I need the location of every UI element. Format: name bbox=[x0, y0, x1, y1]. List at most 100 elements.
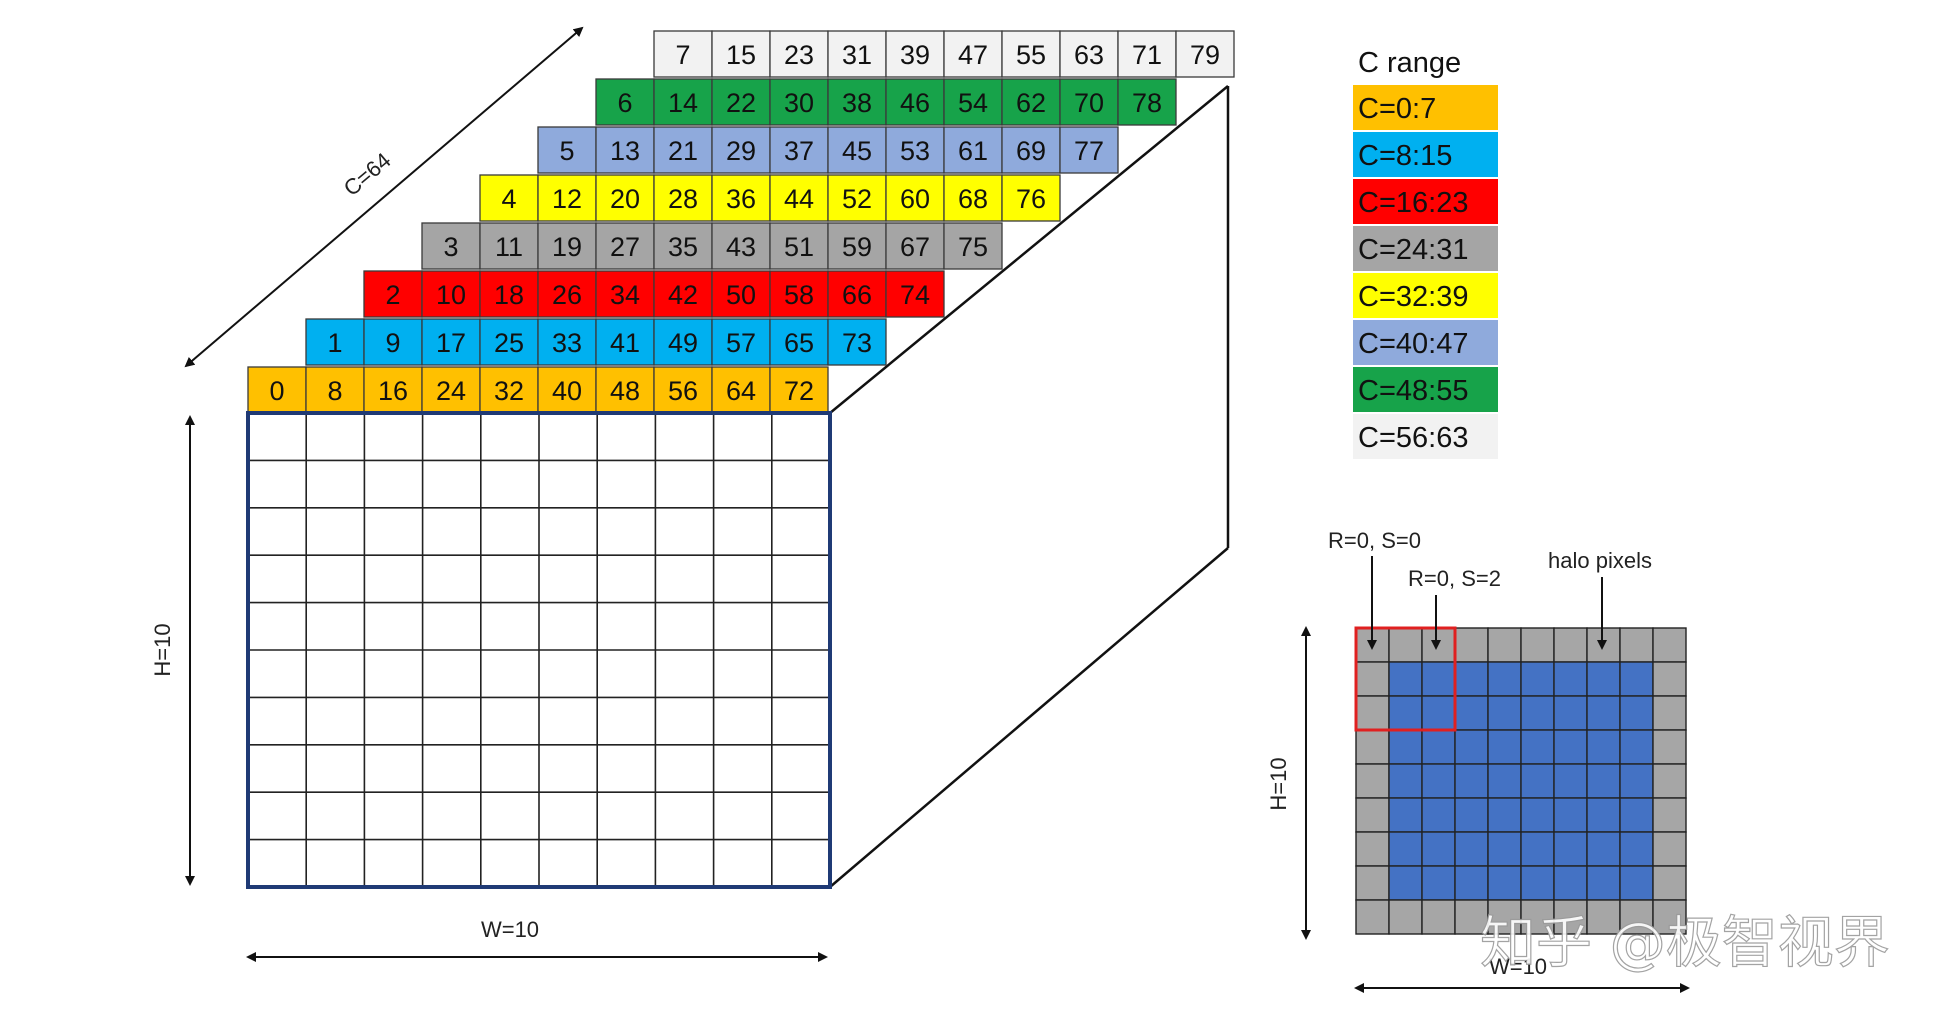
interior-cell bbox=[1520, 661, 1555, 697]
halo-cell bbox=[1388, 899, 1423, 935]
channel-index-label: 65 bbox=[784, 328, 814, 358]
channel-index-label: 15 bbox=[726, 40, 756, 70]
interior-cell bbox=[1586, 797, 1621, 833]
halo-cell bbox=[1553, 899, 1588, 935]
r0s0-label: R=0, S=0 bbox=[1328, 528, 1421, 553]
channel-cell bbox=[711, 174, 771, 222]
channel-index-label: 8 bbox=[327, 376, 342, 406]
halo-cell bbox=[1388, 627, 1423, 663]
filter-window bbox=[1354, 626, 1457, 732]
channel-cell bbox=[653, 366, 713, 414]
interior-cell bbox=[1619, 661, 1654, 697]
interior-cell bbox=[1388, 797, 1423, 833]
interior-cell bbox=[1421, 729, 1456, 765]
interior-cell bbox=[1454, 695, 1489, 731]
channel-cell bbox=[1117, 78, 1177, 126]
halo-cell bbox=[1553, 627, 1588, 663]
channel-index-label: 24 bbox=[436, 376, 466, 406]
interior-cell bbox=[1520, 831, 1555, 867]
legend-item-label: C=0:7 bbox=[1358, 93, 1436, 125]
channel-cell bbox=[653, 318, 713, 366]
halo-cell bbox=[1652, 831, 1687, 867]
halo-cell bbox=[1355, 661, 1390, 697]
channel-cell bbox=[943, 222, 1003, 270]
channel-index-label: 9 bbox=[385, 328, 400, 358]
interior-cell bbox=[1421, 865, 1456, 901]
width-label: W=10 bbox=[481, 917, 539, 942]
channel-index-label: 26 bbox=[552, 280, 582, 310]
channel-cell bbox=[653, 30, 713, 78]
channel-cell bbox=[711, 366, 771, 414]
interior-cell bbox=[1487, 797, 1522, 833]
legend-swatch bbox=[1353, 85, 1498, 130]
halo-cell bbox=[1652, 763, 1687, 799]
channel-index-label: 22 bbox=[726, 88, 756, 118]
interior-cell bbox=[1586, 831, 1621, 867]
channel-cell bbox=[653, 270, 713, 318]
interior-cell bbox=[1586, 729, 1621, 765]
legend-swatch bbox=[1353, 367, 1498, 412]
channel-index-label: 58 bbox=[784, 280, 814, 310]
channel-cell bbox=[595, 78, 655, 126]
channel-index-label: 50 bbox=[726, 280, 756, 310]
channel-cell bbox=[769, 318, 829, 366]
interior-cell bbox=[1553, 865, 1588, 901]
channel-cell bbox=[885, 30, 945, 78]
channel-index-label: 17 bbox=[436, 328, 466, 358]
channel-cell bbox=[1001, 126, 1061, 174]
channel-index-label: 53 bbox=[900, 136, 930, 166]
color-legend: C range C=0:7C=8:15C=16:23C=24:31C=32:39… bbox=[1353, 36, 1498, 459]
channel-index-label: 55 bbox=[1016, 40, 1046, 70]
legend-item-label: C=40:47 bbox=[1358, 328, 1468, 360]
channel-index-label: 68 bbox=[958, 184, 988, 214]
interior-cell bbox=[1553, 763, 1588, 799]
halo-cell bbox=[1421, 627, 1456, 663]
channel-cell bbox=[595, 126, 655, 174]
interior-cell bbox=[1388, 661, 1423, 697]
channel-index-label: 64 bbox=[726, 376, 756, 406]
interior-cell bbox=[1454, 865, 1489, 901]
interior-cell bbox=[1619, 695, 1654, 731]
front-face-grid bbox=[246, 411, 832, 889]
halo-cell bbox=[1586, 627, 1621, 663]
channel-index-label: 37 bbox=[784, 136, 814, 166]
halo-cell bbox=[1355, 831, 1390, 867]
channel-cell bbox=[711, 318, 771, 366]
interior-cell bbox=[1421, 831, 1456, 867]
interior-cell bbox=[1553, 729, 1588, 765]
legend-swatch bbox=[1353, 179, 1498, 224]
halo-cell bbox=[1355, 729, 1390, 765]
interior-cell bbox=[1487, 865, 1522, 901]
channel-cell bbox=[885, 174, 945, 222]
legend-item-label: C=8:15 bbox=[1358, 140, 1452, 172]
interior-cell bbox=[1388, 831, 1423, 867]
interior-cell bbox=[1454, 763, 1489, 799]
interior-cell bbox=[1454, 797, 1489, 833]
channel-index-label: 3 bbox=[443, 232, 458, 262]
channel-index-label: 19 bbox=[552, 232, 582, 262]
halo-cell bbox=[1520, 627, 1555, 663]
channel-index-label: 40 bbox=[552, 376, 582, 406]
halo-cell bbox=[1355, 899, 1390, 935]
channel-index-label: 6 bbox=[617, 88, 632, 118]
channel-index-label: 60 bbox=[900, 184, 930, 214]
front-face-border bbox=[246, 411, 832, 889]
halo-cell bbox=[1520, 899, 1555, 935]
channel-index-label: 74 bbox=[900, 280, 930, 310]
small-height-label: H=10 bbox=[1266, 757, 1291, 810]
interior-cell bbox=[1586, 695, 1621, 731]
channel-index-label: 25 bbox=[494, 328, 524, 358]
channel-index-label: 48 bbox=[610, 376, 640, 406]
legend-swatch bbox=[1353, 414, 1498, 459]
channel-index-label: 49 bbox=[668, 328, 698, 358]
channel-index-label: 11 bbox=[495, 232, 523, 262]
channel-index-label: 23 bbox=[784, 40, 814, 70]
channel-index-label: 5 bbox=[559, 136, 574, 166]
channel-index-label: 21 bbox=[668, 136, 698, 166]
channel-index-label: 33 bbox=[552, 328, 582, 358]
r0s2-label: R=0, S=2 bbox=[1408, 566, 1501, 591]
